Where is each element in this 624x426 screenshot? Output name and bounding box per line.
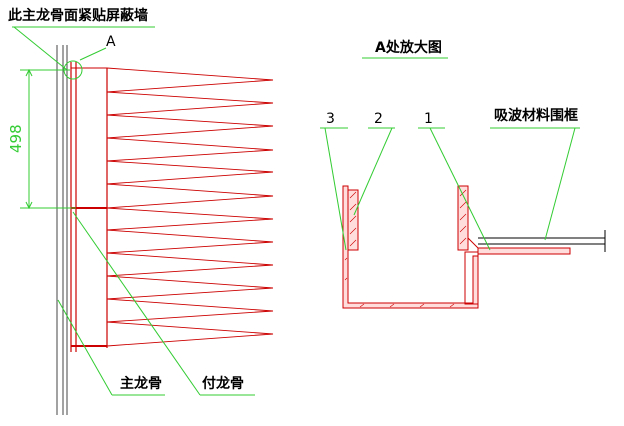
num-1-label: 1 (424, 111, 433, 127)
u-channel-hatch (344, 189, 467, 308)
dimension-text: 498 (7, 124, 25, 153)
top-note-label: 此主龙骨面紧贴屏蔽墙 (8, 7, 148, 24)
marker-a-label: A (106, 34, 116, 50)
dimension-lines (20, 68, 76, 210)
main-keel-label: 主龙骨 (120, 375, 162, 392)
absorber-cones (106, 67, 274, 347)
detail-leaders (320, 127, 580, 251)
num-3-label: 3 (326, 111, 335, 127)
num-2-label: 2 (374, 111, 383, 127)
u-channel (342, 185, 479, 309)
main-keel-lines (56, 45, 68, 415)
absorb-frame-label: 吸波材料围框 (494, 107, 578, 124)
leader-lines (12, 26, 255, 396)
sub-keel-label: 付龙骨 (202, 375, 244, 392)
absorber-frame-bar (467, 237, 605, 255)
sub-keel-lines (70, 62, 108, 352)
detail-title: A处放大图 (375, 39, 442, 56)
